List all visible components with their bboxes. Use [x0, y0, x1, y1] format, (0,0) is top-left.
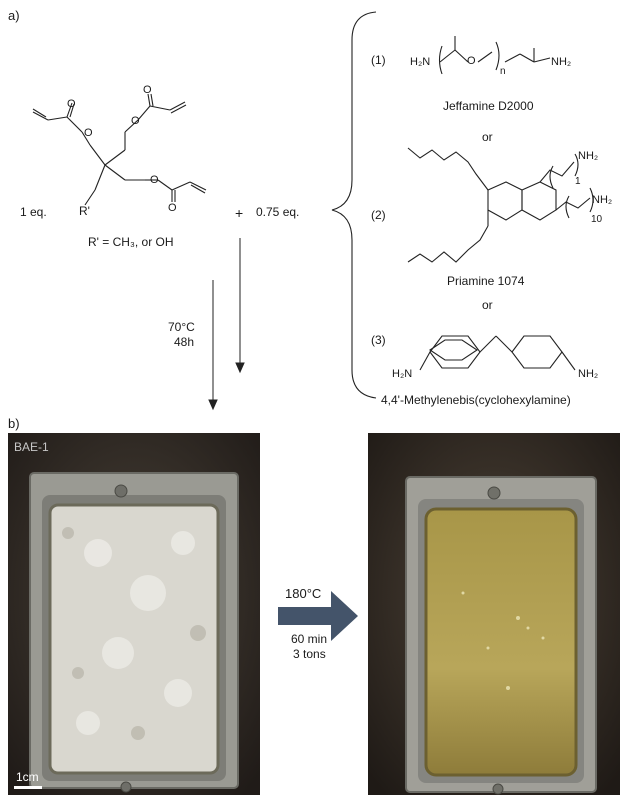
amine-2-number: (2) [371, 208, 386, 222]
carbonyl-oxygen-top: O [143, 84, 152, 96]
or-separator-2: or [482, 298, 493, 312]
sample-label: BAE-1 [14, 440, 49, 454]
process-pressure: 3 tons [293, 647, 326, 661]
amine-1-number: (1) [371, 53, 386, 67]
or-separator-1: or [482, 130, 493, 144]
plus-sign: + [235, 205, 244, 221]
r-group-definition: R' = CH₃, or OH [88, 235, 174, 249]
panel-a-label: a) [8, 8, 20, 23]
amine-equivalents: 0.75 eq. [256, 205, 300, 219]
ester-oxygen-top: O [131, 115, 140, 127]
amine-3-number: (3) [371, 333, 386, 347]
amine-1-name: Jeffamine D2000 [443, 99, 534, 113]
reaction-temperature: 70°C [168, 320, 195, 334]
methylenebis-nh2: NH₂ [578, 368, 599, 380]
priamine-nh2-top: NH₂ [578, 150, 599, 162]
amine-2-name: Priamine 1074 [447, 274, 525, 288]
amine-3-name: 4,4'-Methylenebis(cyclohexylamine) [381, 393, 571, 407]
jeffamine-h2n: H₂N [410, 56, 431, 68]
mold-photo-after [368, 433, 620, 795]
mold-photo-before [8, 433, 260, 795]
reaction-time: 48h [174, 335, 195, 349]
jeffamine-repeat-n: n [500, 66, 506, 77]
priamine-nh2-bottom: NH₂ [592, 194, 613, 206]
r-group-label: R' [79, 204, 90, 218]
ester-oxygen-left: O [84, 127, 93, 139]
carbonyl-oxygen-left: O [67, 98, 76, 110]
priamine-subscript-top: 1 [575, 176, 581, 187]
jeffamine-oxygen: O [467, 55, 476, 67]
process-time: 60 min [291, 632, 328, 646]
panel-b-label: b) [8, 416, 20, 431]
process-temperature: 180°C [285, 586, 322, 601]
jeffamine-nh2: NH₂ [551, 56, 572, 68]
carbonyl-oxygen-right: O [168, 202, 177, 214]
methylenebis-h2n: H₂N [392, 368, 413, 380]
scale-bar-label: 1cm [16, 770, 39, 784]
ester-oxygen-right: O [150, 174, 159, 186]
priamine-subscript-bottom: 10 [591, 214, 603, 225]
crosslinker-equivalents: 1 eq. [20, 205, 47, 219]
